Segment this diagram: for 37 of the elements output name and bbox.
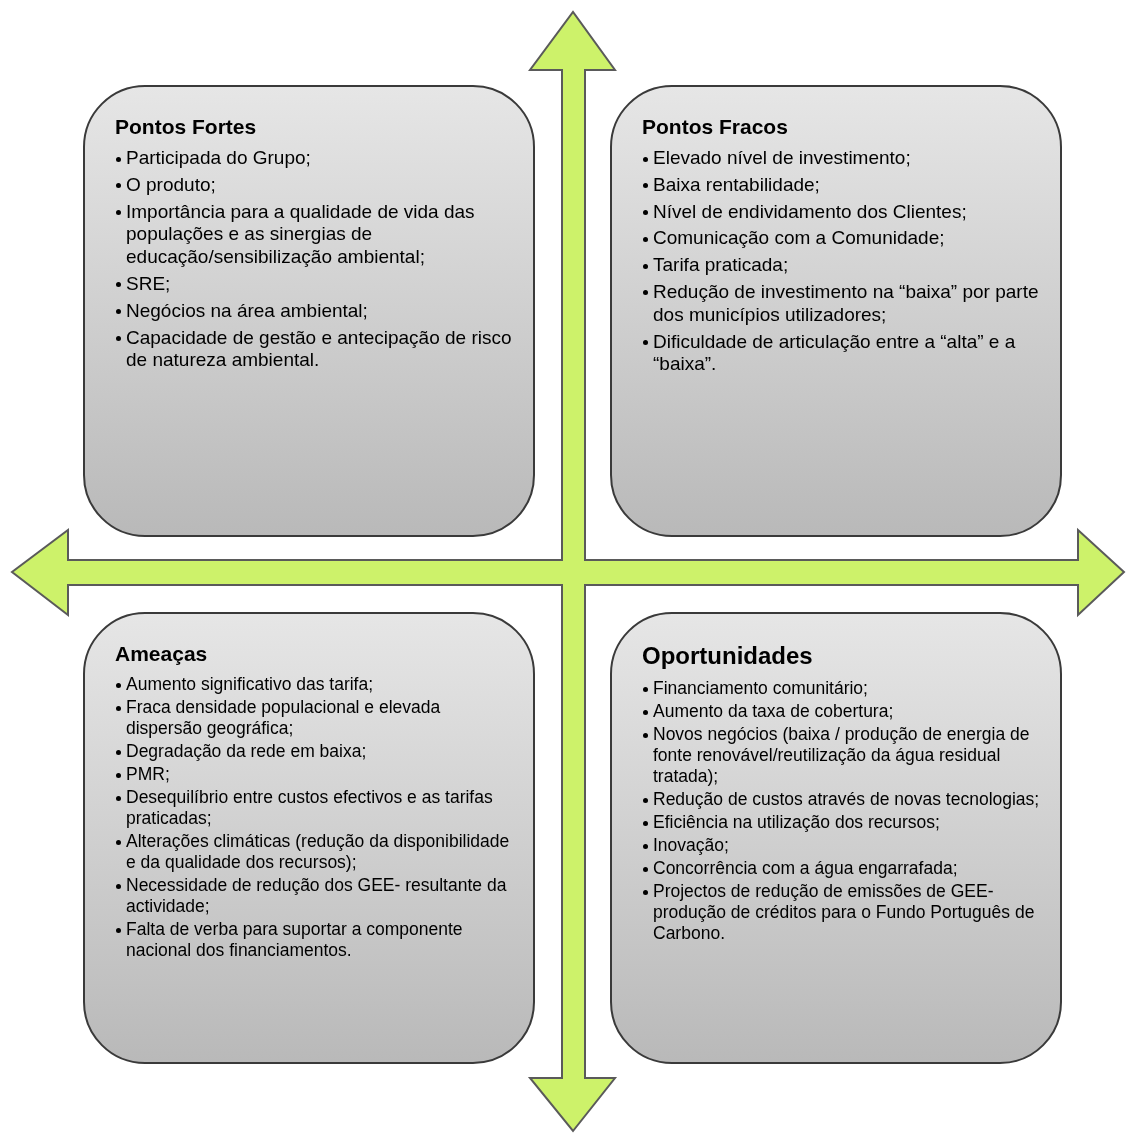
bullet-item: Novos negócios (baixa / produção de energia de fonte renovável/reutilização da água residual tratada); bbox=[653, 724, 1030, 786]
bullet-item: Projectos de redução de emissões de GEE- produção de créditos para o Fundo Português de Carbono. bbox=[653, 881, 1035, 943]
bullet-item: Baixa rentabilidade; bbox=[653, 173, 820, 195]
bullet-item: Tarifa praticada; bbox=[653, 254, 789, 276]
bullet-item: Negócios na área ambiental; bbox=[126, 299, 368, 321]
bullet-item: Redução de custos através de novas tecnologias; bbox=[653, 789, 1040, 809]
panel-heading: Pontos Fortes bbox=[115, 115, 258, 139]
bullet-item: Comunicação com a Comunidade; bbox=[653, 227, 945, 249]
bullet-item: Nível de endividamento dos Clientes; bbox=[653, 200, 967, 222]
bullet-item: Aumento significativo das tarifa; bbox=[126, 674, 374, 694]
bullet-item: O produto; bbox=[126, 173, 216, 195]
bullet-item: Necessidade de redução dos GEE- resultante da actividade; bbox=[126, 875, 507, 916]
bullet-item: Participada do Grupo; bbox=[126, 147, 311, 168]
bullet-item: Inovação; bbox=[653, 835, 729, 855]
panel-heading: Pontos Fracos bbox=[642, 115, 789, 139]
bullet-item: PMR; bbox=[126, 764, 170, 784]
panel-heading: Ameaças bbox=[115, 642, 209, 666]
bullet-item: Elevado nível de investimento; bbox=[653, 147, 911, 168]
rounded-panel bbox=[83, 85, 535, 537]
rounded-panel bbox=[610, 612, 1062, 1064]
rounded-panel bbox=[610, 85, 1062, 537]
bullet-item: Desequilíbrio entre custos efectivos e as tarifas praticadas; bbox=[126, 787, 493, 828]
bullet-item: Falta de verba para suportar a componente nacional dos financiamentos. bbox=[126, 919, 463, 960]
bullet-item: Degradação da rede em baixa; bbox=[126, 741, 367, 761]
bullet-item: Concorrência com a água engarrafada; bbox=[653, 858, 958, 878]
bullet-item: SRE; bbox=[126, 273, 171, 294]
bullet-item: Eficiência na utilização dos recursos; bbox=[653, 812, 940, 832]
bullet-item: Redução de investimento na “baixa” por parte dos municípios utilizadores; bbox=[653, 281, 1039, 325]
bullet-item: Aumento da taxa de cobertura; bbox=[653, 701, 894, 721]
panel-heading: Oportunidades bbox=[642, 642, 814, 670]
bullet-item: Importância para a qualidade de vida das populações e as sinergias de educação/sensibilização ambiental; bbox=[126, 200, 475, 268]
bullet-item: Dificuldade de articulação entre a “alta” e a “baixa”. bbox=[653, 330, 1016, 375]
bullet-item: Capacidade de gestão e antecipação de risco de natureza ambiental. bbox=[126, 326, 512, 371]
rounded-panel bbox=[83, 612, 535, 1064]
bullet-item: Fraca densidade populacional e elevada dispersão geográfica; bbox=[126, 697, 441, 738]
bullet-item: Alterações climáticas (redução da disponibilidade e da qualidade dos recursos); bbox=[126, 831, 510, 872]
bullet-item: Financiamento comunitário; bbox=[653, 678, 868, 698]
